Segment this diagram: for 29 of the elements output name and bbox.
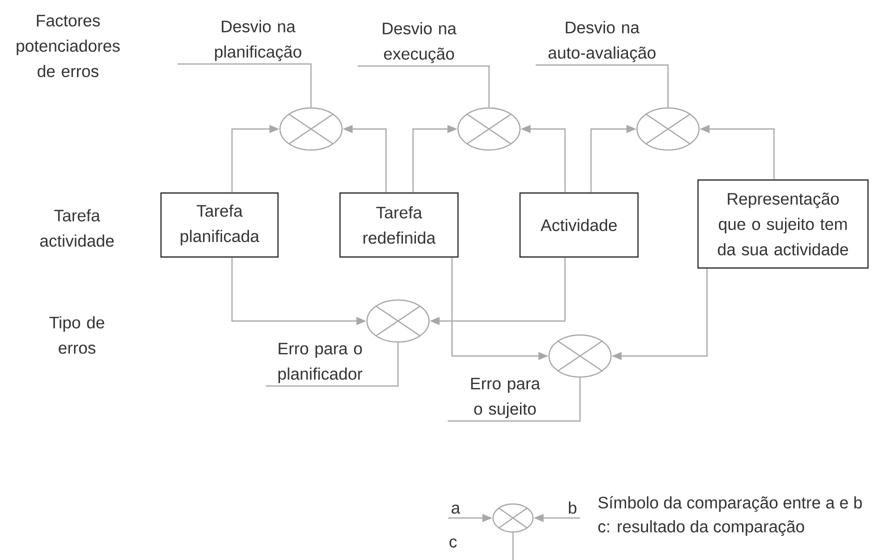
connector-line: [358, 65, 490, 108]
output-label: c: [450, 538, 457, 548]
process-box: Tarefa redefinida: [339, 192, 459, 258]
output-label: Desvio na planificação: [215, 20, 302, 62]
comparator-symbol: [366, 299, 430, 343]
process-box: Actividade: [519, 192, 639, 258]
comparator-symbol: [636, 107, 700, 151]
row-label: Tipo de erros: [49, 316, 104, 354]
connector-line: [266, 342, 399, 387]
input-label: b: [568, 502, 576, 514]
output-label: Erro para o sujeito: [471, 378, 540, 418]
comparator-symbol: [457, 107, 521, 151]
legend-text: Símbolo da comparação entre a e b: [598, 496, 862, 512]
connector-line: [448, 378, 581, 422]
connector-line: [512, 532, 514, 560]
input-label: a: [452, 504, 460, 514]
legend-text: c: resultado da comparação: [598, 520, 804, 536]
output-label: Erro para o planificador: [278, 342, 362, 384]
row-label: Tarefa actividade: [40, 209, 114, 247]
connector-line: [178, 63, 312, 108]
output-label: Desvio na auto-avaliação: [548, 21, 656, 62]
connector-line: [536, 64, 669, 108]
comparator-symbol: [279, 107, 343, 151]
comparator-symbol: [548, 334, 612, 378]
output-label: Desvio na execução: [382, 22, 456, 64]
process-box: Tarefa planificada: [160, 192, 279, 258]
comparator-symbol: [492, 503, 534, 533]
process-box: Representação que o sujeito tem da sua actividade: [697, 179, 869, 269]
row-label: Factores potenciadores de erros: [16, 14, 120, 78]
